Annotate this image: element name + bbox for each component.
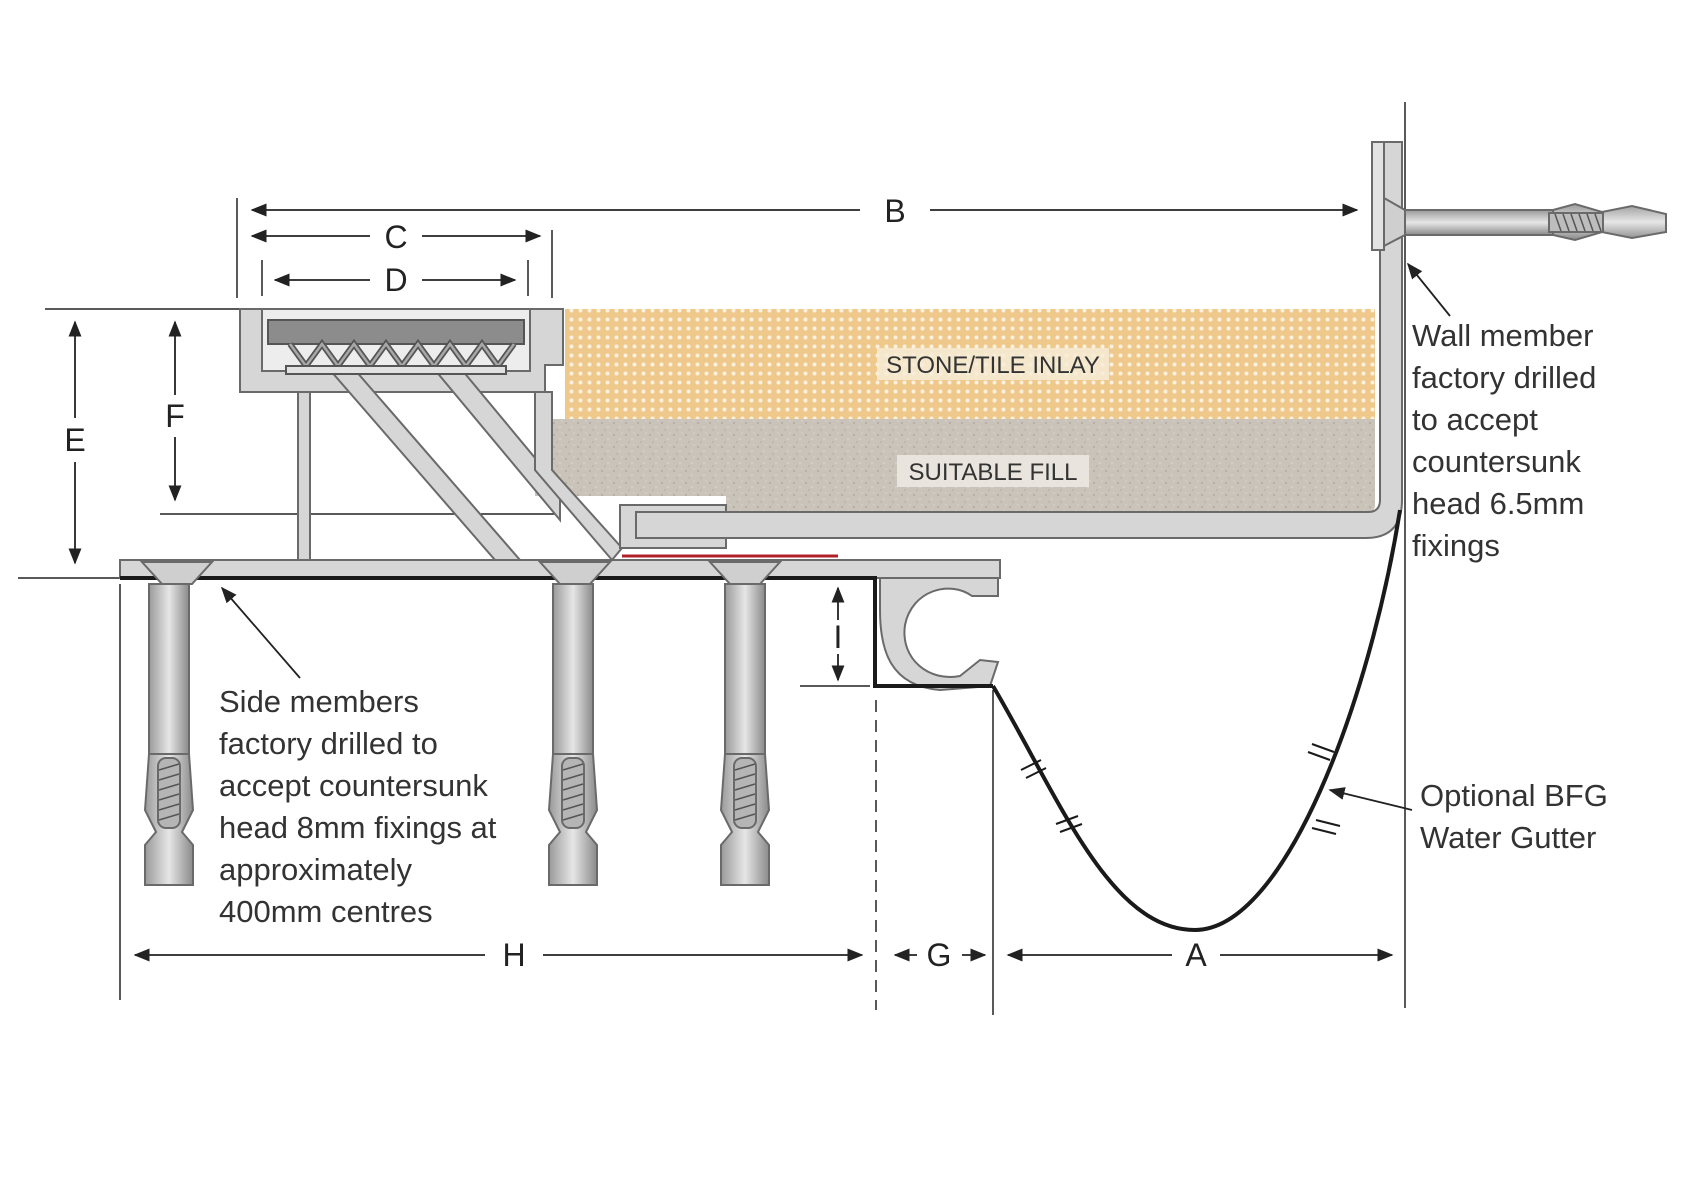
stone-tile-inlay-label: STONE/TILE INLAY: [886, 352, 1100, 379]
dim-i-label: I: [834, 619, 843, 655]
svg-text:Water Gutter: Water Gutter: [1420, 820, 1596, 855]
side-members-note: Side members factory drilled to accept c…: [219, 684, 497, 929]
dim-b-label: B: [884, 193, 905, 229]
dim-f-label: F: [165, 398, 185, 434]
dim-a-label: A: [1185, 937, 1207, 973]
svg-text:Wall member: Wall member: [1412, 318, 1593, 353]
dimension-lines: [68, 203, 1394, 962]
svg-text:factory drilled to: factory drilled to: [219, 726, 438, 761]
compression-seal: [267, 319, 525, 375]
svg-text:to accept: to accept: [1412, 402, 1538, 437]
dim-g-label: G: [927, 937, 952, 973]
membrane: [120, 554, 993, 688]
inlay-label-bg: [877, 348, 1109, 380]
dimension-labels: B C D E F I H G A: [64, 193, 1207, 973]
dim-c-label: C: [384, 219, 407, 255]
svg-text:head 8mm fixings at: head 8mm fixings at: [219, 810, 497, 845]
inlay-tray: STONE/TILE INLAY SUITABLE FILL: [535, 309, 1375, 512]
floor-fixing-bolt-3: [707, 561, 783, 886]
svg-text:head 6.5mm: head 6.5mm: [1412, 486, 1584, 521]
svg-text:accept countersunk: accept countersunk: [219, 768, 488, 803]
wall-fixing-bolt: [1383, 196, 1667, 248]
wall-member-leader: [1406, 262, 1451, 317]
dim-d-label: D: [384, 262, 407, 298]
floor-fixing-bolt-1: [139, 561, 215, 886]
svg-text:Optional BFG: Optional BFG: [1420, 778, 1608, 813]
wall-member-note: Wall member factory drilled to accept co…: [1412, 318, 1596, 563]
gutter-leader: [1328, 787, 1413, 811]
floor-fixing-bolt-2: [537, 561, 613, 886]
suitable-fill-label: SUITABLE FILL: [909, 459, 1078, 486]
svg-text:Side members: Side members: [219, 684, 419, 719]
callout-leaders: [220, 262, 1451, 811]
svg-text:countersunk: countersunk: [1412, 444, 1581, 479]
water-gutter: [991, 509, 1402, 933]
dim-h-label: H: [502, 937, 525, 973]
gutter-note: Optional BFG Water Gutter: [1420, 778, 1608, 855]
svg-text:approximately: approximately: [219, 852, 412, 887]
side-members-leader: [220, 586, 301, 679]
wall-member: [621, 141, 1403, 539]
fill-label-bg: [897, 455, 1089, 487]
svg-text:factory drilled: factory drilled: [1412, 360, 1596, 395]
dim-e-label: E: [64, 422, 85, 458]
svg-text:fixings: fixings: [1412, 528, 1500, 563]
svg-text:400mm centres: 400mm centres: [219, 894, 433, 929]
